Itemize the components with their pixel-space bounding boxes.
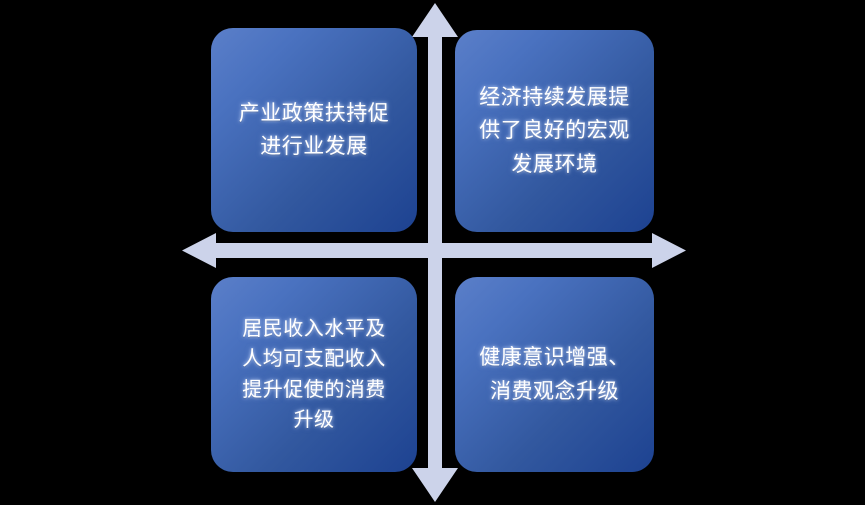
horizontal-double-arrow	[182, 233, 686, 268]
quadrant-box-top-right[interactable]: 经济持续发展提 供了良好的宏观 发展环境	[455, 30, 654, 232]
quadrant-box-bottom-right[interactable]: 健康意识增强、 消费观念升级	[455, 277, 654, 472]
quadrant-text-bottom-right: 健康意识增强、 消费观念升级	[479, 346, 630, 403]
quadrant-text-top-right: 经济持续发展提 供了良好的宏观 发展环境	[479, 86, 630, 176]
quadrant-box-bottom-left[interactable]: 居民收入水平及 人均可支配收入 提升促使的消费 升级	[211, 277, 417, 472]
quadrant-text-top-left: 产业政策扶持促 进行业发展	[238, 101, 390, 158]
quadrant-box-top-left[interactable]: 产业政策扶持促 进行业发展	[211, 28, 417, 232]
vertical-double-arrow	[412, 3, 458, 502]
quadrant-text-bottom-left: 居民收入水平及 人均可支配收入 提升促使的消费 升级	[242, 317, 386, 431]
